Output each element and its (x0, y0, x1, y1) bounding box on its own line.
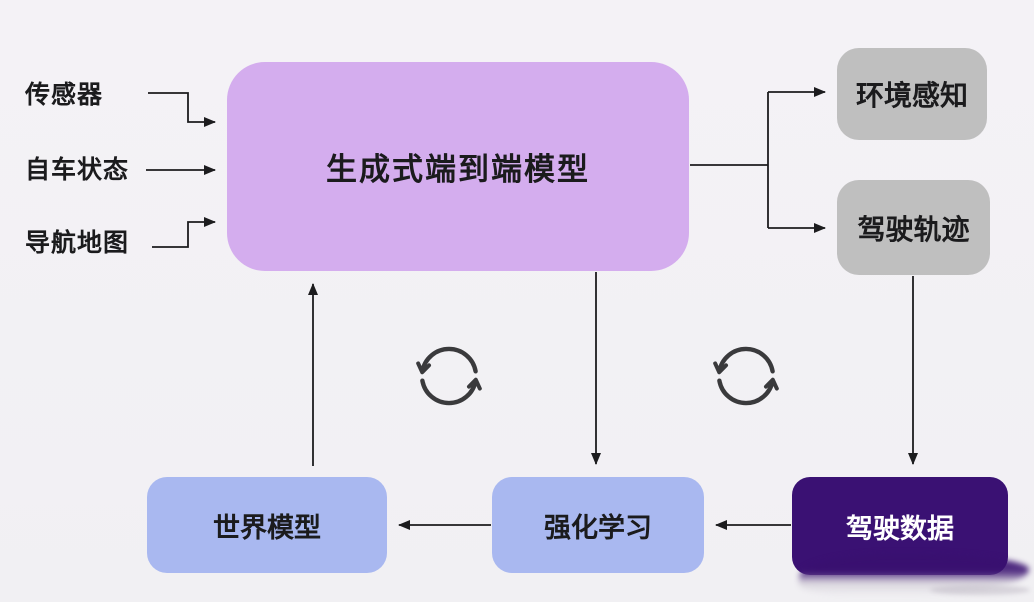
node-label: 生成式端到端模型 (326, 152, 590, 187)
input-label-sensor: 传感器 (25, 81, 104, 109)
sync-cycle-icon-right (713, 346, 779, 406)
sync-cycle-icon-left (416, 346, 482, 406)
node-environment-perception: 环境感知 (837, 48, 987, 140)
input-label-ego-state: 自车状态 (25, 156, 130, 184)
watermark-smudge-streak (930, 585, 1030, 595)
node-label: 世界模型 (213, 512, 321, 543)
node-label: 环境感知 (855, 80, 968, 111)
node-reinforcement-learning: 强化学习 (492, 477, 704, 573)
node-generative-end-to-end-model: 生成式端到端模型 (227, 62, 689, 271)
node-driving-trajectory: 驾驶轨迹 (837, 180, 990, 275)
arrow-sensor-to-model (148, 92, 216, 127)
node-label: 驾驶轨迹 (857, 213, 970, 245)
node-world-model: 世界模型 (147, 477, 387, 573)
arrow-nav-map-to-model (152, 217, 216, 248)
input-label-nav-map: 导航地图 (25, 229, 130, 257)
node-label: 驾驶数据 (846, 513, 954, 544)
node-label: 强化学习 (544, 512, 652, 543)
